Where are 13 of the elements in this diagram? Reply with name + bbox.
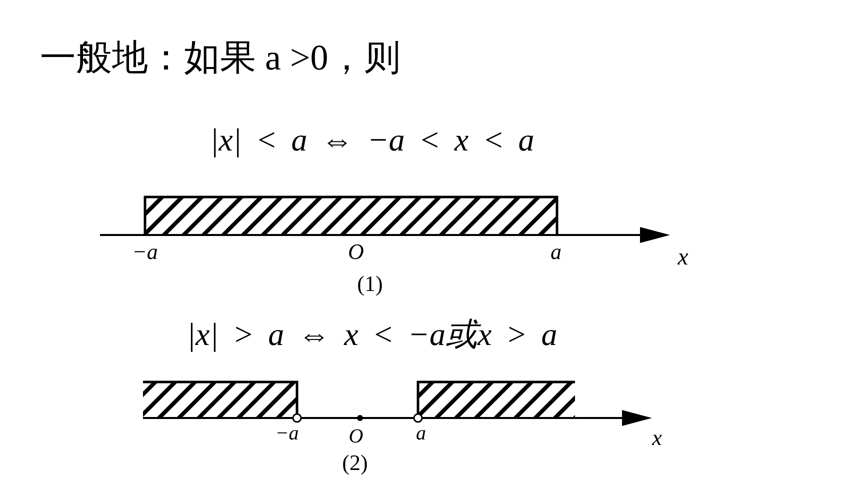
figure-number: (1) [357,271,383,297]
axis-label: −a [275,422,299,446]
origin-label: O [348,239,364,265]
formula: |x| > a ⇔ x < −a或x > a [186,315,558,354]
axis-label: a [550,239,562,265]
axis-label: a [416,422,426,446]
origin-label: O [348,426,364,448]
title: 一般地：如果 a >0，则 [40,36,400,80]
axis-label: x [678,244,688,272]
figure-number: (2) [342,450,368,476]
axis-label: x [652,425,662,451]
formula: |x| < a ⇔ −a < x < a [210,122,534,158]
axis-label: −a [132,239,158,265]
